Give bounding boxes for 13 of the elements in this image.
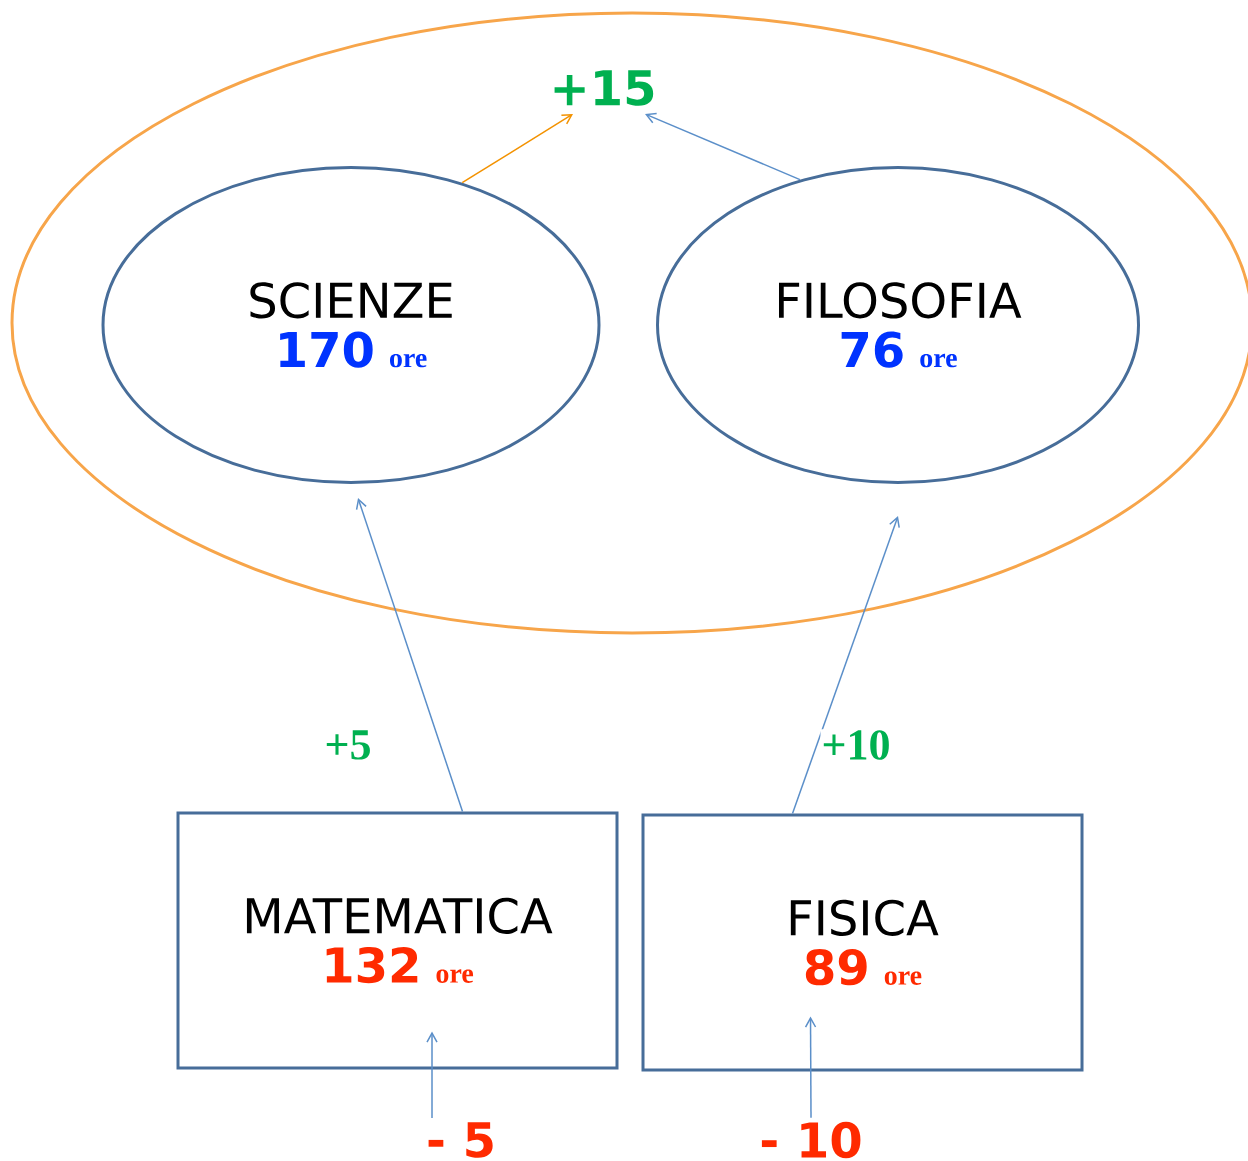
hours-value: +15 — [554, 70, 654, 106]
subject-box: FISICA 89 ore — [641, 813, 1084, 1072]
arrow — [355, 498, 464, 813]
arrow — [804, 1016, 817, 1119]
arrow — [461, 114, 573, 184]
hours-value: - 5 — [428, 1122, 493, 1158]
hours-value: - 10 — [761, 1121, 861, 1159]
edge-label: +10 — [820, 729, 892, 761]
arrow — [791, 516, 900, 815]
subject-box: MATEMATICA 132 ore — [176, 811, 619, 1070]
arrow — [645, 112, 801, 181]
arrow — [426, 1031, 438, 1119]
edge-label: +5 — [323, 729, 373, 761]
